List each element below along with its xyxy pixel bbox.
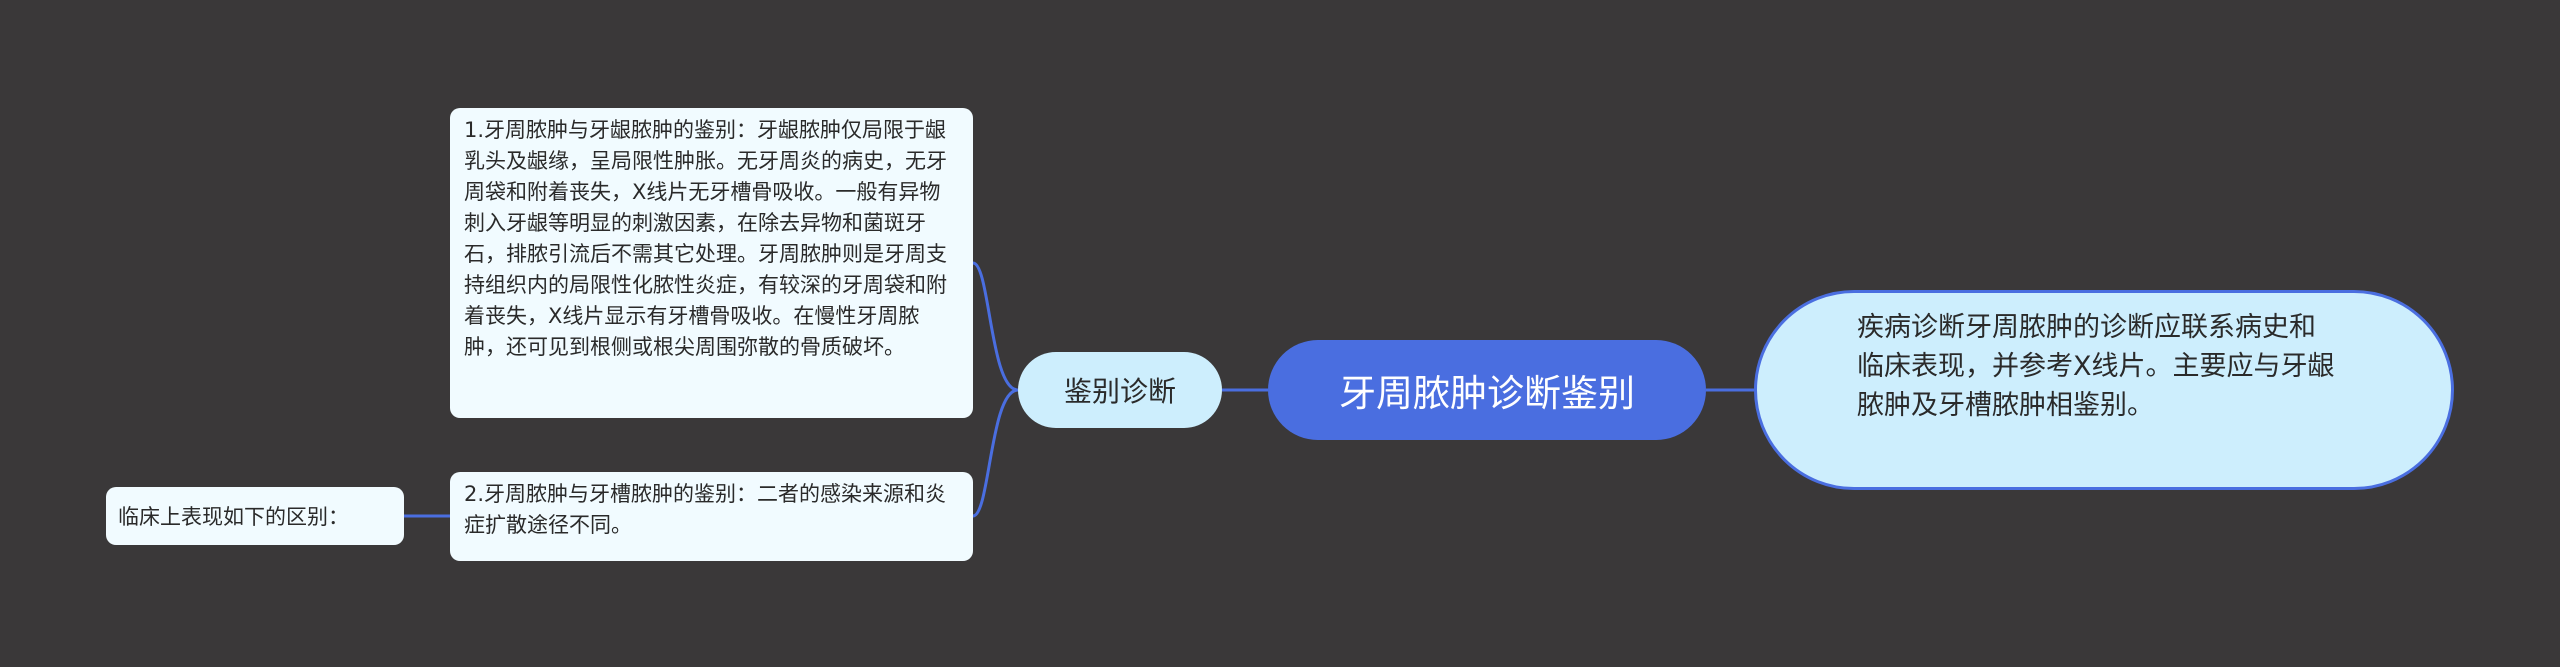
sub-note-node[interactable]: 临床上表现如下的区别： [106, 487, 404, 545]
leaf-text: 1.牙周脓肿与牙龈脓肿的鉴别：牙龈脓肿仅局限于龈乳头及龈缘，呈局限性肿胀。无牙周… [464, 118, 947, 359]
leaf-node-gingival-abscess[interactable]: 1.牙周脓肿与牙龈脓肿的鉴别：牙龈脓肿仅局限于龈乳头及龈缘，呈局限性肿胀。无牙周… [450, 108, 973, 418]
leaf-node-alveolar-abscess[interactable]: 2.牙周脓肿与牙槽脓肿的鉴别：二者的感染来源和炎症扩散途径不同。 [450, 472, 973, 561]
root-topic-node[interactable]: 牙周脓肿诊断鉴别 [1268, 340, 1706, 440]
branch-node-differential[interactable]: 鉴别诊断 [1018, 352, 1222, 428]
root-topic-label: 牙周脓肿诊断鉴别 [1339, 372, 1635, 415]
description-text: 疾病诊断牙周脓肿的诊断应联系病史和临床表现，并参考X线片。主要应与牙龈脓肿及牙槽… [1857, 312, 2335, 421]
branch-label: 鉴别诊断 [1063, 375, 1176, 408]
edge-branch-leaf1 [972, 261, 1019, 392]
leaf-text: 2.牙周脓肿与牙槽脓肿的鉴别：二者的感染来源和炎症扩散途径不同。 [464, 482, 947, 537]
edge-branch-leaf2 [972, 388, 1019, 518]
sub-note-text: 临床上表现如下的区别： [118, 505, 349, 529]
description-node[interactable]: 疾病诊断牙周脓肿的诊断应联系病史和临床表现，并参考X线片。主要应与牙龈脓肿及牙槽… [1754, 290, 2454, 490]
